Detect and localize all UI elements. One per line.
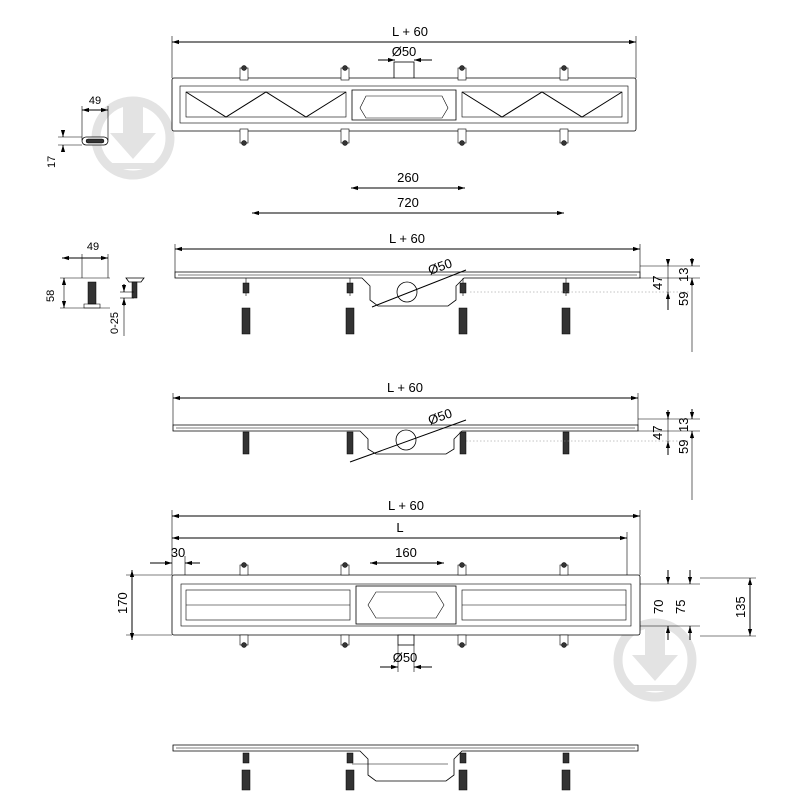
dim-59-label: 59 <box>676 292 691 306</box>
dim-260-label: 260 <box>397 170 419 185</box>
dim-47-label: 47 <box>650 426 665 440</box>
dim-outlet-label: Ø50 <box>393 650 418 665</box>
dim-adjust-label: 0-25 <box>109 312 121 334</box>
small-part-side: 49 58 0-25 <box>45 241 145 336</box>
dim-160-label: 160 <box>395 545 417 560</box>
dim-total-label: L + 60 <box>387 380 423 395</box>
dim-total-label: L + 60 <box>388 498 424 513</box>
dim-total-label: L + 60 <box>389 231 425 246</box>
dim-70-label: 70 <box>651 600 666 614</box>
dim-total-label: L + 60 <box>392 24 428 39</box>
dim-L-label: L <box>396 520 403 535</box>
dim-47-label: 47 <box>650 276 665 290</box>
dim-width-label: 49 <box>87 241 99 253</box>
side-view-2: L + 60 Ø50 47 13 59 <box>172 380 700 500</box>
dim-59-label: 59 <box>676 440 691 454</box>
plan-view: L + 60 L 30 160 <box>115 498 756 672</box>
download-arrow-icon <box>613 618 697 702</box>
side-view-1: L + 60 Ø50 47 13 59 <box>174 231 700 352</box>
dim-75-label: 75 <box>673 600 688 614</box>
dim-135-label: 135 <box>733 596 748 618</box>
dim-170-label: 170 <box>115 592 130 614</box>
dim-outlet-label: Ø50 <box>392 44 417 59</box>
dim-13-label: 13 <box>676 418 691 432</box>
dim-13-label: 13 <box>676 268 691 282</box>
dim-height-label: 58 <box>45 290 57 302</box>
dim-outlet-label: Ø50 <box>426 405 454 428</box>
top-view: L + 60 Ø50 26 <box>171 24 637 216</box>
dim-30-label: 30 <box>171 545 185 560</box>
dim-height-label: 17 <box>46 156 58 168</box>
small-part-top: 49 17 <box>46 95 109 168</box>
dim-720-label: 720 <box>397 195 419 210</box>
dim-width-label: 49 <box>89 95 101 107</box>
bottom-side-view <box>172 744 639 791</box>
